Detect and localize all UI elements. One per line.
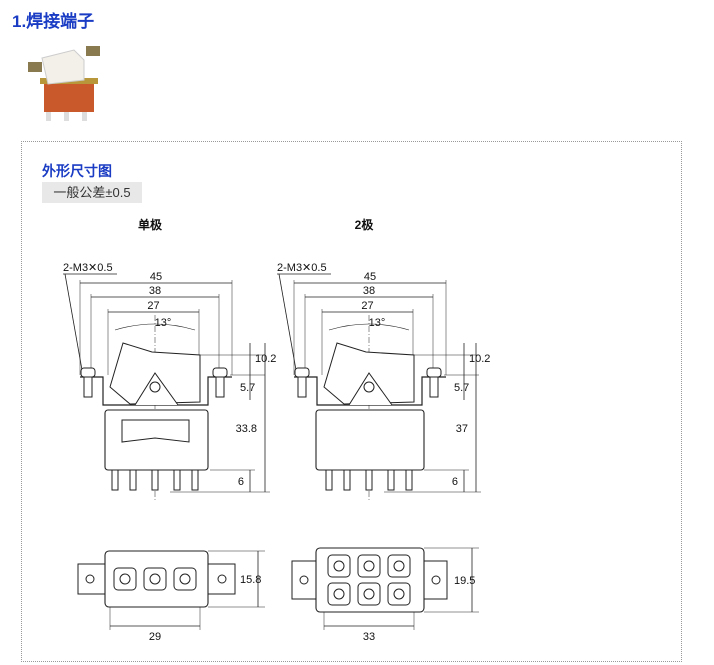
terminal-screw [393,560,405,572]
dimension-line [278,273,297,371]
screw-shank [215,376,225,398]
dimension-label-w1: 45 [364,271,376,283]
mounting-hole [85,574,95,584]
switch-body [104,409,209,471]
angle-label: 13° [155,317,172,329]
body-window [121,419,190,443]
mounting-hole [217,574,227,584]
dimension-label-h4: 6 [452,476,458,488]
terminal-screw [393,588,405,600]
terminal-screw [363,560,375,572]
screw-shank [297,376,307,398]
dimension-label-bw: 29 [149,631,161,643]
view-label: 2极 [355,217,375,232]
mounting-hole [431,575,441,585]
mounting-hole [299,575,309,585]
terminal [173,469,181,491]
terminal-screw [119,573,131,585]
product-photo [28,46,100,121]
double-pole-drawing: 2极 2-M3✕0.5 45 38 27 13° 10.2 5.7 37 6 33 19.5 [277,217,490,643]
terminal-screw [179,573,191,585]
dimension-label-w3: 27 [147,300,159,312]
dimension-drawing-panel [21,141,682,662]
tolerance-note: 一般公差±0.5 [42,182,142,203]
thread-callout: 2-M3✕0.5 [63,262,113,274]
screw-shank [83,376,93,398]
dimension-label-w1: 45 [150,271,162,283]
dimension-label-h3: 37 [456,423,468,435]
dimension-label-bw: 33 [363,631,375,643]
dimension-label-w3: 27 [361,300,373,312]
terminal-screw [333,560,345,572]
terminal-screw [149,573,161,585]
dimension-label-h1: 10.2 [255,353,276,365]
dimension-label-h4: 6 [238,476,244,488]
terminal [343,469,351,491]
dimension-label-h1: 10.2 [469,353,490,365]
thread-callout: 2-M3✕0.5 [277,262,327,274]
screw-shank [429,376,439,398]
dimension-label-h3: 33.8 [236,423,257,435]
page-title: 1.焊接端子 [12,12,95,31]
screw-head [426,367,442,378]
dimension-label-h2: 5.7 [454,382,469,394]
terminal [111,469,119,491]
dimension-line [64,273,83,371]
terminal [387,469,395,491]
dimension-label-w2: 38 [149,285,161,297]
screw-head [294,367,310,378]
terminal [325,469,333,491]
angle-label: 13° [369,317,386,329]
screw-head [80,367,96,378]
dimension-label-h2: 5.7 [240,382,255,394]
dimension-label-w2: 38 [363,285,375,297]
terminal-screw [333,588,345,600]
pivot-pin [363,381,375,393]
terminal [151,469,159,491]
terminal [129,469,137,491]
dimension-label-bh: 15.8 [240,574,261,586]
dimension-label-bh: 19.5 [454,575,475,587]
pivot-pin [149,381,161,393]
terminal [365,469,373,491]
screw-head [212,367,228,378]
terminal [405,469,413,491]
view-label: 单极 [138,217,163,232]
terminal-screw [363,588,375,600]
terminal [191,469,199,491]
switch-body [315,409,425,471]
single-pole-drawing: 单极 2-M3✕0.5 45 38 27 13° 10.2 5.7 33.8 6 29 15.8 [63,217,276,643]
section-title: 外形尺寸图 [42,163,112,179]
